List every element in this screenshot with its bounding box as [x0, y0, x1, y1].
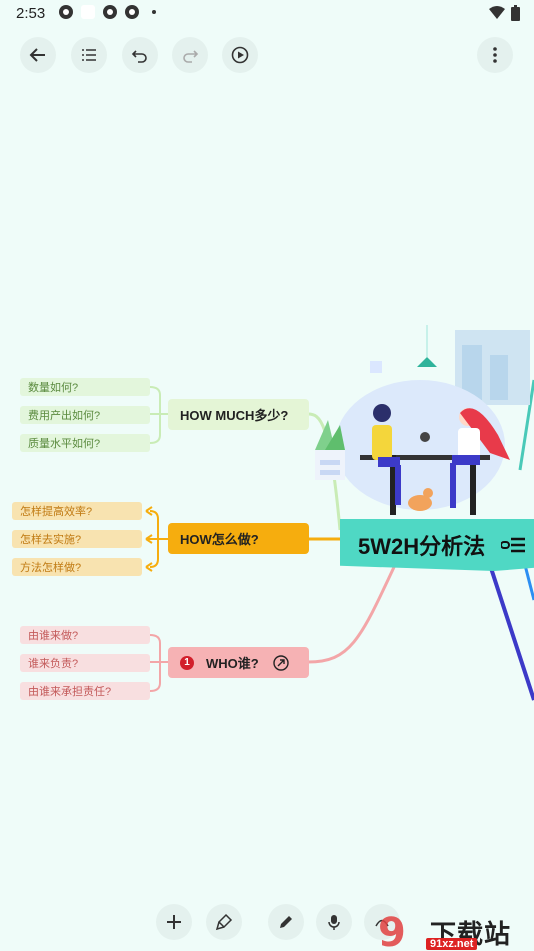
dot-icon — [152, 10, 156, 14]
illustration — [315, 325, 530, 515]
relationship-button[interactable] — [364, 904, 400, 940]
branch-how[interactable]: HOW怎么做? — [168, 523, 309, 554]
leaf-label: 费用产出如何? — [28, 410, 101, 422]
leaf-label: 数量如何? — [28, 382, 79, 394]
collapse-toggle-icon[interactable] — [501, 536, 526, 554]
leaf-label: 谁来负责? — [28, 658, 79, 670]
branch-who[interactable]: 1 WHO谁? — [168, 647, 309, 678]
leaf-label: 由谁来承担责任? — [28, 686, 112, 698]
branch-how-much[interactable]: HOW MUCH多少? — [168, 399, 309, 430]
leaf-how-much-3[interactable]: 质量水平如何? — [20, 434, 150, 452]
aperture-icon — [103, 5, 117, 19]
redo-button[interactable] — [172, 37, 208, 73]
blank-icon — [81, 5, 95, 19]
undo-icon — [131, 50, 147, 63]
pencil-icon — [280, 916, 292, 928]
leaf-how-2[interactable]: 怎样去实施? — [12, 530, 142, 548]
branch-who-label: WHO谁? — [206, 656, 259, 671]
play-button[interactable] — [222, 37, 258, 73]
watermark-url: 91xz.net — [426, 938, 478, 950]
voice-button[interactable] — [316, 904, 352, 940]
add-topic-button[interactable] — [156, 904, 192, 940]
aperture-icon — [125, 5, 139, 19]
outline-button[interactable] — [71, 37, 107, 73]
microphone-icon — [328, 915, 340, 930]
leaf-label: 怎样去实施? — [20, 534, 82, 546]
leaf-label: 质量水平如何? — [28, 438, 101, 450]
leaf-who-3[interactable]: 由谁来承担责任? — [20, 682, 150, 700]
leaf-how-much-1[interactable]: 数量如何? — [20, 378, 150, 396]
leaf-label: 由谁来做? — [28, 630, 79, 642]
leaf-how-3[interactable]: 方法怎样做? — [12, 558, 142, 576]
leaf-how-much-2[interactable]: 费用产出如何? — [20, 406, 150, 424]
plus-icon — [167, 915, 181, 929]
play-icon — [231, 46, 249, 64]
link-icon[interactable] — [273, 654, 289, 671]
leaf-how-1[interactable]: 怎样提高效率? — [12, 502, 142, 520]
list-icon — [82, 49, 96, 61]
undo-button[interactable] — [122, 37, 158, 73]
status-time: 2:53 — [16, 5, 46, 22]
leaf-who-1[interactable]: 由谁来做? — [20, 626, 150, 644]
arrow-left-icon — [29, 48, 45, 62]
wifi-icon — [489, 6, 505, 19]
status-bar: 2:53 — [0, 0, 534, 28]
edit-button[interactable] — [268, 904, 304, 940]
central-topic-label: 5W2H分析法 — [358, 534, 486, 559]
central-topic[interactable]: 5W2H分析法 — [340, 519, 534, 571]
watermark-logo: 9 — [378, 912, 406, 950]
system-icons — [489, 5, 520, 21]
leaf-who-2[interactable]: 谁来负责? — [20, 654, 150, 672]
battery-icon — [511, 5, 520, 21]
watermark-mark: 9 — [378, 912, 406, 950]
branch-how-label: HOW怎么做? — [180, 532, 259, 547]
back-button[interactable] — [20, 37, 56, 73]
leaf-label: 怎样提高效率? — [20, 506, 93, 518]
branch-how-much-label: HOW MUCH多少? — [180, 408, 289, 423]
redo-icon — [183, 50, 199, 63]
priority-badge: 1 — [180, 655, 194, 670]
format-button[interactable] — [206, 904, 242, 940]
watermark: 9 下载站 91xz.net — [366, 912, 534, 950]
notification-icons — [58, 4, 162, 20]
leaf-label: 方法怎样做? — [20, 562, 82, 574]
more-button[interactable] — [477, 37, 513, 73]
more-vertical-icon — [493, 47, 497, 63]
paint-brush-icon — [215, 913, 233, 931]
relationship-icon — [375, 919, 389, 927]
aperture-icon — [59, 5, 73, 19]
